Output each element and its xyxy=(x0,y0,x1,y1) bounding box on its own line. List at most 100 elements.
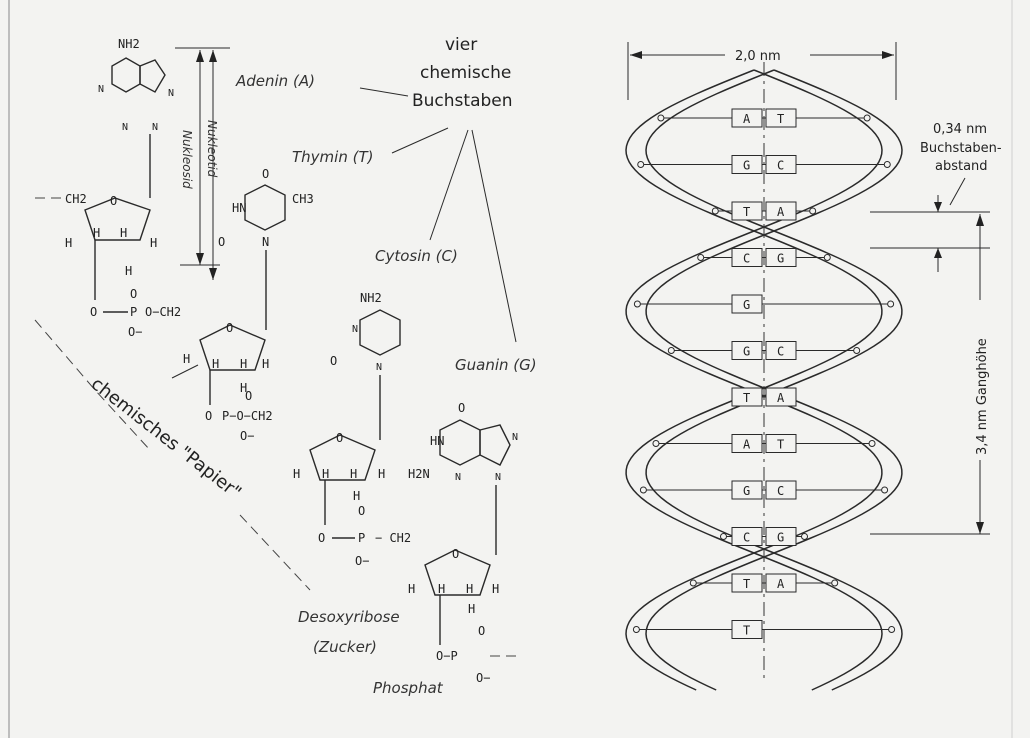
double-helix: ATGCTACGGGCTAATGCCGTAT 2,0 nm 0,34 nm Bu… xyxy=(626,42,1002,690)
chem-label: H xyxy=(468,602,475,616)
chem-label: H xyxy=(150,236,157,250)
base-letter: C xyxy=(777,484,784,498)
guanin-label: Guanin (G) xyxy=(455,356,537,374)
chem-label: H xyxy=(378,467,385,481)
base-letter: C xyxy=(743,252,750,266)
helix-width-label: 2,0 nm xyxy=(735,49,781,64)
zucker-label: (Zucker) xyxy=(313,638,377,656)
chem-label: O xyxy=(330,354,337,368)
chem-label: O xyxy=(130,287,137,301)
base-letter: G xyxy=(743,484,750,498)
base-letter: A xyxy=(743,438,751,452)
phosphate-node xyxy=(658,115,664,121)
chem-label: N xyxy=(122,122,128,133)
chem-label: H xyxy=(240,357,247,371)
chem-label: H xyxy=(322,467,329,481)
chem-label: O−CH2 xyxy=(145,305,181,319)
chem-label: O xyxy=(205,409,212,423)
base-letter: T xyxy=(743,391,750,405)
chem-label: H xyxy=(125,264,132,278)
guanine-molecule: O HN H2N N N N xyxy=(408,401,518,555)
chem-label: H xyxy=(438,582,445,596)
phosphate-node xyxy=(668,348,674,354)
nucleoside-label: Nukleosid xyxy=(180,130,194,189)
chem-label: O− xyxy=(240,429,254,443)
chem-label: O xyxy=(262,167,269,181)
chem-label: O− xyxy=(128,325,142,339)
chemical-structure: NH2 N N N N CH2 O H H H H H O P O xyxy=(35,35,537,697)
phosphat-label: Phosphat xyxy=(373,679,444,697)
chem-label: H xyxy=(120,226,127,240)
phosphate-node xyxy=(864,115,870,121)
chem-label: HN xyxy=(430,434,444,448)
base-letter: C xyxy=(777,159,784,173)
chem-label: H xyxy=(262,357,269,371)
base-letter: C xyxy=(743,531,750,545)
chem-label: N xyxy=(262,235,269,249)
spacing-value-label: 0,34 nm xyxy=(933,122,987,137)
base-letter: G xyxy=(777,531,784,545)
chem-label: N xyxy=(512,432,518,443)
chem-label: O xyxy=(90,305,97,319)
base-letter: A xyxy=(777,205,785,219)
chem-label: O xyxy=(245,389,252,403)
thymine-molecule: O HN O CH3 N xyxy=(218,167,314,330)
nucleotide-label: Nukleotid xyxy=(205,120,219,178)
chem-label: H xyxy=(466,582,473,596)
vier-label-line2: chemische xyxy=(420,63,511,83)
phosphate-node xyxy=(832,580,838,586)
phosphate-node xyxy=(712,208,718,214)
chem-label: P−O−CH2 xyxy=(222,409,273,423)
base-letter: T xyxy=(743,624,750,638)
sugar-ring: O H H H H H xyxy=(172,321,269,405)
base-letter: A xyxy=(777,391,785,405)
chem-label: N xyxy=(98,84,104,95)
chem-label: O xyxy=(478,624,485,638)
phosphate-node xyxy=(638,162,644,168)
chem-label: H xyxy=(183,352,190,366)
base-letter: T xyxy=(777,438,784,452)
chem-label: H xyxy=(492,582,499,596)
phosphate-node xyxy=(698,255,704,261)
chem-label: CH3 xyxy=(292,192,314,206)
chem-label: H xyxy=(212,357,219,371)
base-letter: A xyxy=(743,112,751,126)
chem-label: N xyxy=(376,362,382,373)
sugar-ring: CH2 O H H H H H xyxy=(35,192,157,300)
chem-label: H2N xyxy=(408,467,430,481)
phosphate-group: O P−O−CH2 O O− xyxy=(205,389,273,443)
chem-label: O xyxy=(452,547,459,561)
chem-label: H xyxy=(293,467,300,481)
phosphate-node xyxy=(653,441,659,447)
phosphate-node xyxy=(882,487,888,493)
sugar-ring: O H H H H H xyxy=(293,431,385,525)
base-letter: G xyxy=(777,252,784,266)
phosphate-node xyxy=(802,534,808,540)
chem-label: N xyxy=(495,472,501,483)
chem-label: HN xyxy=(232,201,246,215)
chem-label: NH2 xyxy=(360,291,382,305)
phosphate-node xyxy=(633,627,639,633)
chem-label: O xyxy=(218,235,225,249)
chem-label: N xyxy=(152,122,158,133)
chem-label: − CH2 xyxy=(375,531,411,545)
chem-label: NH2 xyxy=(118,37,140,51)
chem-label: H xyxy=(353,489,360,503)
chem-label: CH2 xyxy=(65,192,87,206)
chem-label: O xyxy=(226,321,233,335)
chem-label: N xyxy=(455,472,461,483)
phosphate-node xyxy=(888,301,894,307)
vier-label-line3: Buchstaben xyxy=(412,91,513,111)
chem-label: P xyxy=(130,305,137,319)
desoxyribose-label: Desoxyribose xyxy=(298,608,400,626)
base-letter: A xyxy=(777,577,785,591)
base-letter: C xyxy=(777,345,784,359)
base-letter: T xyxy=(777,112,784,126)
chem-label: O xyxy=(358,504,365,518)
chem-label: O xyxy=(336,431,343,445)
phosphate-node xyxy=(690,580,696,586)
adenine-molecule: NH2 N N N N xyxy=(98,37,174,198)
base-letter: G xyxy=(743,159,750,173)
phosphate-group: O P O O− − CH2 xyxy=(318,504,411,568)
chem-label: H xyxy=(408,582,415,596)
